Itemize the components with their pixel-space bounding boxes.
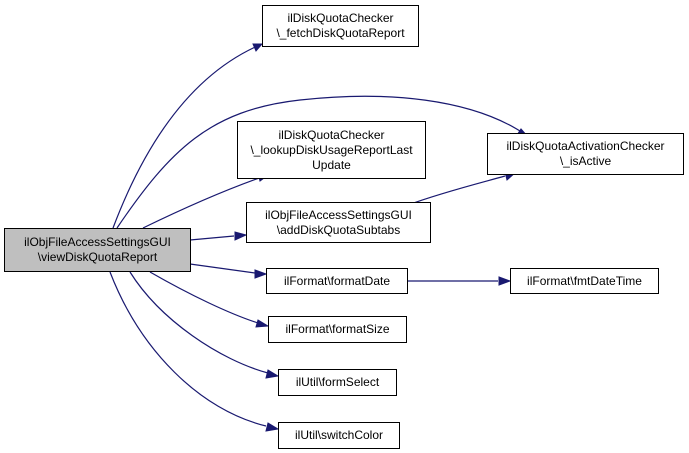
node-format-date[interactable]: ilFormat\formatDate: [266, 268, 408, 294]
arrow-root-to-formatdate: [254, 269, 268, 279]
edge-root-to-formselect: [129, 271, 269, 374]
node-form-select[interactable]: ilUtil\formSelect: [278, 369, 397, 396]
edge-root-to-lookup: [142, 176, 263, 229]
node-switch-color[interactable]: ilUtil\switchColor: [278, 422, 400, 449]
edge-root-to-switchcolor: [109, 271, 267, 427]
node-fetch-disk-quota-report[interactable]: ilDiskQuotaChecker \_fetchDiskQuotaRepor…: [262, 5, 419, 47]
node-label-line: ilObjFileAccessSettingsGUI: [24, 235, 171, 249]
edge-addsub-to-isactive: [407, 175, 506, 206]
edge-root-to-isactive: [116, 95, 521, 229]
node-label-line: \_isActive: [559, 154, 612, 168]
arrow-root-to-addsub: [234, 231, 248, 241]
node-lookup-disk-usage-report[interactable]: ilDiskQuotaChecker \_lookupDiskUsageRepo…: [237, 121, 426, 179]
node-label-line: ilObjFileAccessSettingsGUI: [265, 207, 412, 222]
edge-root-to-fetch: [112, 43, 263, 229]
arrow-formatdate-to-fmtdatetime: [498, 276, 512, 286]
node-label-line: ilFormat\formatSize: [285, 322, 390, 336]
node-add-disk-quota-subtabs[interactable]: ilObjFileAccessSettingsGUI \addDiskQuota…: [246, 202, 431, 243]
node-label-line: \viewDiskQuotaReport: [37, 250, 158, 264]
node-label-line: ilDiskQuotaChecker: [287, 11, 394, 25]
arrow-root-to-switchcolor: [265, 422, 280, 432]
node-label-line: ilUtil\switchColor: [294, 428, 383, 442]
edge-root-to-formatsize: [149, 271, 259, 324]
node-label-line: ilFormat\fmtDateTime: [527, 273, 642, 288]
node-fmt-date-time[interactable]: ilFormat\fmtDateTime: [510, 268, 659, 294]
node-label-line: ilDiskQuotaChecker: [278, 127, 385, 142]
edge-root-to-addsub: [189, 235, 235, 241]
node-label-line: \_lookupDiskUsageReportLast: [250, 142, 413, 157]
node-label-line: ilUtil\formSelect: [295, 375, 380, 389]
node-label-line: \_fetchDiskQuotaReport: [276, 26, 405, 40]
node-is-active[interactable]: ilDiskQuotaActivationChecker \_isActive: [487, 133, 684, 175]
arrow-root-to-formselect: [265, 369, 280, 379]
node-label-line: ilDiskQuotaActivationChecker: [506, 139, 665, 153]
node-label-line: \addDiskQuotaSubtabs: [276, 222, 401, 237]
node-view-disk-quota-report[interactable]: ilObjFileAccessSettingsGUI \viewDiskQuot…: [4, 228, 191, 272]
node-label-line: Update: [312, 157, 351, 172]
arrow-root-to-formatsize: [255, 319, 270, 328]
node-label-line: ilFormat\formatDate: [283, 273, 391, 288]
node-format-size[interactable]: ilFormat\formatSize: [268, 316, 407, 343]
edge-root-to-formatdate: [189, 263, 256, 274]
arrow-root-to-fetch: [252, 43, 264, 52]
